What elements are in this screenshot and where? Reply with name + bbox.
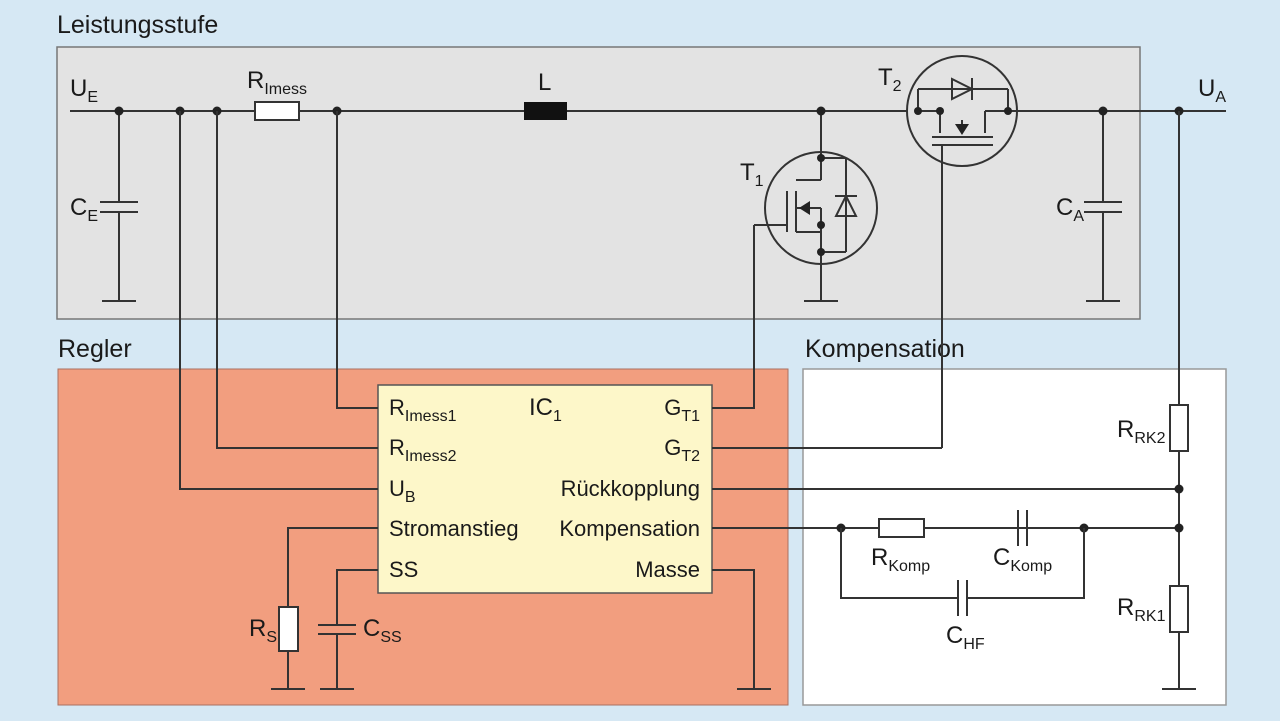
pin-ub: UB — [389, 476, 416, 506]
resistor-rs — [271, 527, 378, 690]
label-rs: RS — [249, 615, 277, 646]
label-rkomp: RKomp — [871, 544, 930, 575]
label-l: L — [538, 69, 551, 96]
label-ca: CA — [1056, 194, 1084, 225]
transistor-t1 — [754, 111, 878, 302]
pin-stromanstieg: Stromanstieg — [389, 516, 519, 541]
pin-rueckkopplung: Rückkopplung — [561, 476, 700, 501]
label-t1: T1 — [740, 159, 764, 190]
pin-kompensation: Kompensation — [559, 516, 700, 541]
transistor-t2 — [906, 55, 1018, 448]
pin-gt2: GT2 — [664, 435, 700, 465]
pin-masse: Masse — [635, 557, 700, 582]
pin-ss: SS — [389, 557, 418, 582]
label-ckomp: CKomp — [993, 544, 1052, 575]
power-stage-box — [56, 46, 1141, 320]
capacitor-css — [318, 569, 378, 690]
label-t2: T2 — [878, 64, 902, 95]
ic1-box — [377, 384, 713, 594]
label-ce: CE — [70, 194, 98, 225]
label-rimess: RImess — [247, 67, 307, 98]
capacitor-ce — [100, 111, 138, 302]
label-chf: CHF — [946, 622, 985, 653]
label-rrk2: RRK2 — [1117, 416, 1166, 447]
label-css: CSS — [363, 615, 402, 646]
resistor-rimess — [254, 101, 300, 121]
label-rrk1: RRK1 — [1117, 594, 1166, 625]
section-title-power-stage: Leistungsstufe — [57, 11, 218, 39]
label-ic1: IC1 — [529, 394, 562, 425]
pin-gt1: GT1 — [664, 395, 700, 425]
capacitor-ca — [1084, 111, 1122, 302]
pin-rimess2: RImess2 — [389, 435, 457, 465]
ic-connection-wires — [179, 111, 1179, 690]
compensation-box — [802, 368, 1227, 706]
inductor-l — [524, 102, 567, 120]
compensation-network — [836, 111, 1196, 690]
section-title-compensation: Kompensation — [805, 335, 965, 363]
pin-rimess1: RImess1 — [389, 395, 457, 425]
label-ue: UE — [70, 75, 98, 106]
section-title-controller: Regler — [58, 335, 132, 363]
label-ua: UA — [1198, 75, 1226, 106]
